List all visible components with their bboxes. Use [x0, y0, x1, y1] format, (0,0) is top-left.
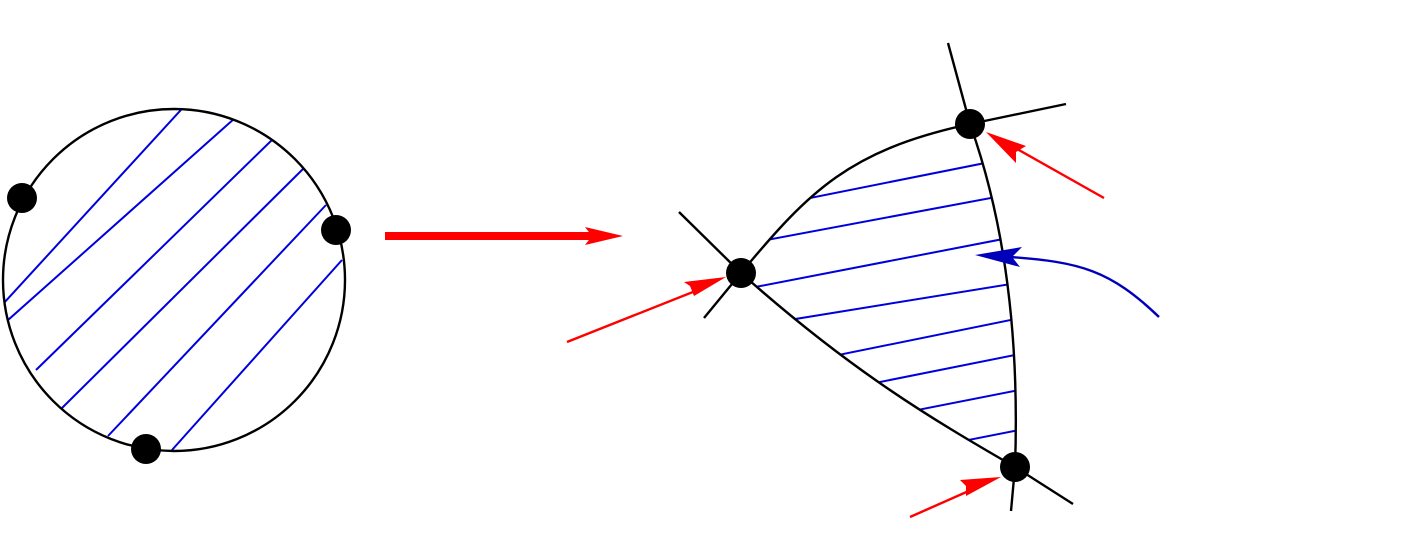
marked-point	[131, 434, 161, 464]
left-disk-figure	[1, 107, 351, 464]
hatch-line	[3, 109, 191, 341]
vertex-arrow	[986, 132, 1105, 200]
vertex-point	[726, 258, 756, 288]
vertex-point	[955, 109, 985, 139]
hatch-line	[35, 137, 275, 371]
marked-point	[7, 183, 37, 213]
triangle-side-right	[968, 123, 1018, 468]
hatch-line	[107, 204, 327, 437]
hatch-line	[3, 117, 236, 346]
hatch-line	[171, 259, 343, 451]
hatch-line	[741, 345, 1016, 411]
vertex-point	[1000, 452, 1030, 482]
triangle-side-bottom	[740, 272, 1016, 469]
transform-arrow	[385, 227, 623, 245]
disk-outline	[1, 107, 347, 453]
marked-point	[321, 215, 351, 245]
vertex-arrow	[909, 477, 1001, 519]
hatch-line	[741, 381, 1016, 446]
hatch-line	[741, 184, 1016, 246]
left-disk-hatching	[3, 109, 343, 451]
hatch-line	[61, 167, 305, 409]
triangle-side-top	[740, 122, 971, 274]
extension-line	[969, 102, 1067, 126]
right-triangle-figure	[566, 42, 1160, 519]
vertex-arrow	[566, 277, 726, 344]
side-arrow	[975, 247, 1160, 318]
